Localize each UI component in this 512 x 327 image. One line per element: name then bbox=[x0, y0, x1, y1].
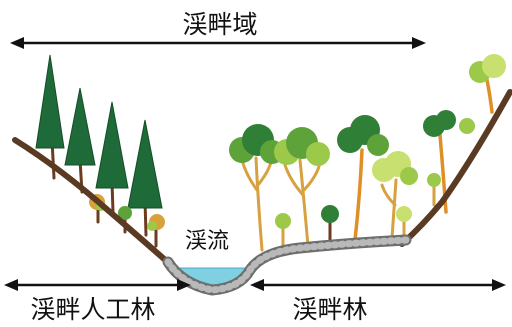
shrub-left-3b bbox=[147, 221, 157, 231]
riparian-forest-arrow-right-head bbox=[492, 279, 506, 291]
stream-label: 渓流 bbox=[185, 229, 229, 254]
riparian-zone-arrow-left-head bbox=[10, 37, 24, 49]
broadleaf-trunk-a bbox=[240, 156, 274, 252]
left-hillslope bbox=[12, 137, 175, 269]
shrub-right-4 bbox=[427, 173, 441, 187]
right-hillslope bbox=[399, 89, 512, 247]
conifer-tree-1 bbox=[35, 54, 65, 149]
riparian-plantation-arrow-left-head bbox=[4, 279, 18, 291]
shrub-right-3 bbox=[396, 206, 412, 222]
streambed-stones bbox=[164, 236, 410, 294]
conifer-tree-4 bbox=[127, 119, 163, 209]
riparian-zone-arrow-right-head bbox=[412, 37, 426, 49]
riparian-plantation-label: 渓畔人工林 bbox=[30, 295, 155, 324]
broadleaf-canopy-g2 bbox=[482, 54, 506, 78]
broadleaf-trunk-g bbox=[485, 78, 494, 114]
broadleaf-canopy-b3 bbox=[306, 142, 330, 166]
riparian-zone-arrow bbox=[10, 37, 426, 49]
riparian-plantation-arrow bbox=[4, 279, 191, 291]
broadleaf-canopy-d3 bbox=[400, 167, 418, 185]
conifer-tree-2 bbox=[64, 87, 96, 166]
conifer-plantation bbox=[35, 54, 165, 248]
riparian-plantation-arrow-right-head bbox=[177, 279, 191, 291]
conifer-tree-3 bbox=[95, 101, 129, 189]
shrub-right-2 bbox=[321, 205, 339, 223]
shrub-left-2 bbox=[118, 206, 132, 220]
broadleaf-forest bbox=[229, 54, 506, 252]
broadleaf-canopy-e2 bbox=[436, 110, 456, 130]
broadleaf-canopy-c3 bbox=[367, 134, 389, 156]
broadleaf-trunk-d bbox=[380, 178, 398, 240]
broadleaf-trunk-e bbox=[438, 133, 448, 214]
riparian-forest-arrow-left-head bbox=[250, 279, 264, 291]
broadleaf-trunk-b bbox=[283, 158, 322, 248]
broadleaf-canopy-f bbox=[459, 118, 475, 134]
riparian-forest-arrow bbox=[250, 279, 506, 291]
broadleaf-trunk-c bbox=[353, 148, 364, 242]
riparian-zone-label: 渓畔域 bbox=[182, 10, 257, 39]
shrub-right-1 bbox=[275, 213, 291, 229]
riparian-forest-label: 渓畔林 bbox=[292, 295, 367, 324]
